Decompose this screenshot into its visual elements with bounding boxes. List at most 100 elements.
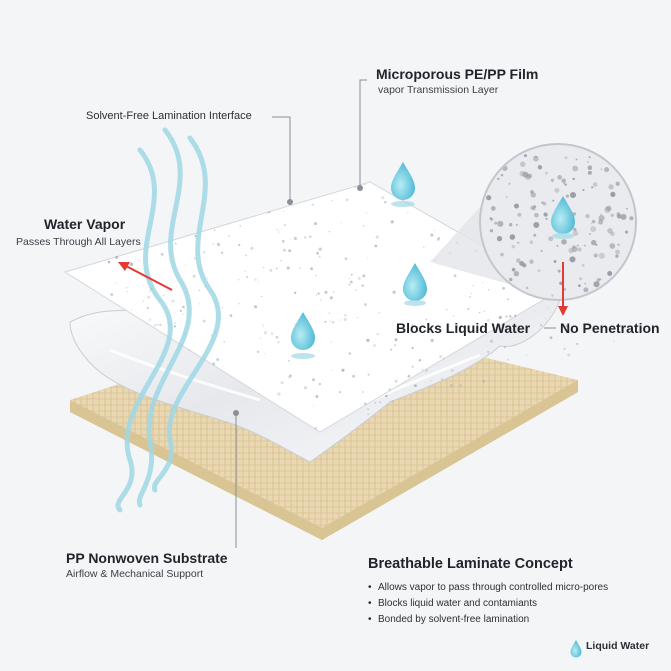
pore-dot	[379, 401, 382, 403]
pore-dot	[411, 365, 414, 368]
pore-dot	[212, 243, 214, 245]
pore-dot	[202, 319, 206, 323]
magnified-pore-dot	[505, 196, 508, 198]
pore-dot	[352, 374, 356, 378]
pore-dot	[348, 352, 351, 355]
concept-bullet: Blocks liquid water and contamiants	[368, 596, 658, 612]
magnified-pore-dot	[541, 201, 544, 204]
magnified-pore-dot	[500, 173, 504, 177]
magnified-pore-dot	[598, 219, 604, 225]
magnified-pore-dot	[511, 267, 516, 272]
pore-dot	[390, 220, 394, 224]
pore-dot	[286, 266, 290, 270]
pore-dot	[503, 346, 506, 349]
pore-dot	[262, 324, 264, 326]
pore-dot	[142, 300, 144, 302]
pore-dot	[394, 344, 396, 347]
pore-dot	[394, 379, 398, 383]
pore-dot	[317, 292, 320, 295]
pore-dot	[115, 281, 117, 284]
pore-dot	[298, 267, 301, 270]
pore-dot	[384, 201, 387, 204]
magnified-pore-dot	[533, 222, 540, 228]
pore-dot	[277, 392, 281, 396]
magnified-pore-dot	[581, 263, 585, 267]
magnified-pore-dot	[576, 244, 579, 247]
pore-dot	[489, 339, 494, 343]
vapor-arrow	[118, 262, 173, 291]
pore-dot	[318, 255, 321, 258]
concept-bullet: Allows vapor to pass through controlled …	[368, 580, 658, 596]
pore-dot	[263, 326, 265, 328]
pore-dot	[331, 320, 335, 324]
magnified-pore-dot	[509, 234, 516, 240]
magnified-pore-dot	[587, 170, 592, 175]
magnified-pore-dot	[590, 226, 597, 232]
pore-dot	[289, 238, 291, 240]
pore-dot	[565, 324, 569, 328]
magnified-pore-dot	[529, 259, 534, 264]
magnified-pore-dot	[617, 243, 620, 246]
pore-dot	[453, 274, 457, 278]
pore-dot	[505, 315, 508, 318]
pore-dot	[315, 274, 317, 277]
magnified-pore-dot	[494, 221, 498, 225]
pore-dot	[115, 255, 119, 259]
pore-dot	[212, 362, 216, 366]
pore-dot	[309, 235, 312, 238]
pore-dot	[264, 353, 266, 355]
pore-dot	[228, 235, 230, 237]
pore-dot	[354, 185, 357, 188]
pore-dot	[483, 310, 486, 312]
pore-dot	[545, 318, 547, 320]
pore-dot	[612, 340, 615, 343]
pore-dot	[349, 280, 353, 284]
pore-dot	[174, 242, 177, 245]
pore-dot	[198, 303, 200, 305]
magnified-pore-dot	[534, 212, 539, 218]
pore-dot	[367, 413, 370, 416]
pore-dot	[315, 294, 318, 296]
concept-title: Breathable Laminate Concept	[368, 556, 573, 572]
magnified-pore-dot	[590, 222, 593, 225]
pore-dot	[293, 236, 297, 241]
pore-dot	[430, 379, 432, 382]
magnified-pore-dot	[564, 156, 568, 160]
magnified-pore-dot	[591, 239, 597, 246]
pore-dot	[289, 374, 292, 378]
magnified-pore-dot	[565, 194, 570, 198]
pore-dot	[472, 284, 475, 287]
magnified-pore-dot	[511, 244, 516, 249]
magnified-pore-dot	[608, 184, 614, 190]
pore-dot	[502, 286, 506, 290]
magnified-pore-dot	[598, 252, 605, 259]
pore-dot	[500, 363, 502, 366]
pore-dot	[366, 338, 370, 343]
magnified-pore-dot	[551, 294, 554, 297]
magnified-pore-dot	[610, 213, 614, 217]
pore-dot	[314, 222, 317, 226]
pore-dot	[331, 199, 333, 202]
pore-dot	[348, 278, 350, 280]
pore-dot	[160, 252, 164, 256]
pore-dot	[250, 246, 254, 250]
pore-dot	[188, 348, 191, 351]
pore-dot	[258, 281, 260, 283]
pore-dot	[414, 384, 417, 387]
pore-dot	[355, 289, 357, 291]
pore-dot	[378, 312, 380, 314]
pore-dot	[216, 358, 220, 361]
pore-dot	[303, 386, 307, 390]
pore-dot	[389, 400, 391, 402]
pore-dot	[445, 308, 448, 311]
pore-dot	[375, 235, 379, 239]
magnified-pore-dot	[595, 243, 598, 247]
pore-dot	[280, 260, 282, 262]
pore-dot	[367, 257, 369, 259]
pore-dot	[487, 289, 490, 291]
pore-dot	[449, 383, 453, 388]
magnified-pore-dot	[513, 203, 520, 209]
pore-dot	[478, 311, 481, 314]
pore-dot	[458, 384, 463, 388]
pore-dot	[364, 303, 367, 307]
